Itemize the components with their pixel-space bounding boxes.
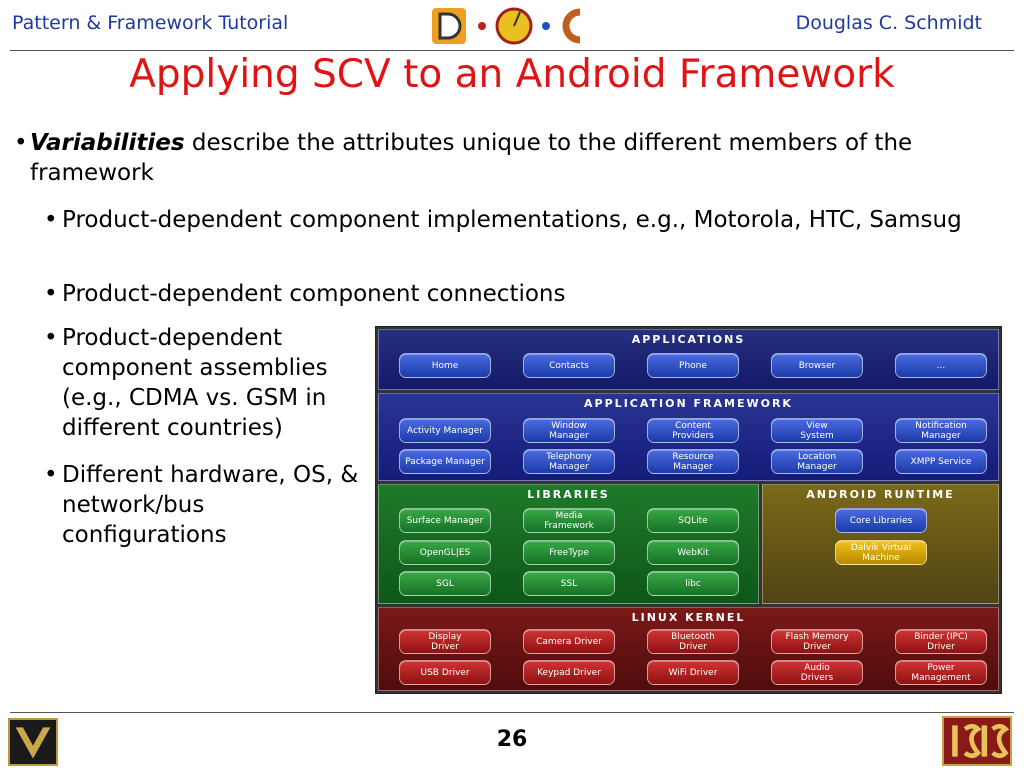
fw-window-manager: Window Manager <box>523 418 615 443</box>
android-runtime-layer: ANDROID RUNTIME Core Libraries Dalvik Vi… <box>762 484 999 604</box>
sub-bullet-text: Different hardware, OS, & network/bus co… <box>62 462 359 548</box>
doc-group-logo <box>432 7 581 45</box>
applications-layer: APPLICATIONS Home Contacts Phone Browser… <box>378 329 999 390</box>
layer-title-runtime: ANDROID RUNTIME <box>806 488 955 501</box>
linux-kernel-layer: LINUX KERNEL Display Driver Camera Drive… <box>378 607 999 691</box>
rt-dalvik-vm: Dalvik Virtual Machine <box>835 540 927 565</box>
fw-activity-manager: Activity Manager <box>399 418 491 443</box>
page-number: 26 <box>496 727 528 752</box>
bullet-dot: • <box>14 130 28 156</box>
sub-bullet-text: Product-dependent component connections <box>62 281 566 307</box>
k-usb-driver: USB Driver <box>399 660 491 685</box>
app-home: Home <box>399 353 491 378</box>
android-architecture-diagram: APPLICATIONS Home Contacts Phone Browser… <box>375 326 1002 694</box>
lib-freetype: FreeType <box>523 540 615 565</box>
app-browser: Browser <box>771 353 863 378</box>
k-display-driver: Display Driver <box>399 629 491 654</box>
k-camera-driver: Camera Driver <box>523 629 615 654</box>
sub-bullet-connections: • Product-dependent component connection… <box>44 279 964 309</box>
k-binder-driver: Binder (IPC) Driver <box>895 629 987 654</box>
lib-libc: libc <box>647 571 739 596</box>
fw-view-system: View System <box>771 418 863 443</box>
k-bluetooth-driver: Bluetooth Driver <box>647 629 739 654</box>
k-power-management: Power Management <box>895 660 987 685</box>
sub-bullet-text: Product-dependent component assemblies (… <box>62 325 328 441</box>
lib-surface-manager: Surface Manager <box>399 508 491 533</box>
footer-divider <box>10 712 1014 713</box>
bullet-emphasis: Variabilities <box>30 130 185 156</box>
bullet-body: describe the attributes unique to the di… <box>30 130 913 186</box>
sub-bullet-dot: • <box>44 325 58 351</box>
app-more: ... <box>895 353 987 378</box>
lib-sqlite: SQLite <box>647 508 739 533</box>
layer-title-applications: APPLICATIONS <box>631 333 746 346</box>
header-author: Douglas C. Schmidt <box>795 12 982 34</box>
sub-bullet-text: Product-dependent component implementati… <box>62 207 962 233</box>
libraries-layer: LIBRARIES Surface Manager Media Framewor… <box>378 484 759 604</box>
application-framework-layer: APPLICATION FRAMEWORK Activity Manager W… <box>378 393 999 481</box>
k-keypad-driver: Keypad Driver <box>523 660 615 685</box>
vanderbilt-logo <box>8 718 58 766</box>
lib-webkit: WebKit <box>647 540 739 565</box>
fw-resource-manager: Resource Manager <box>647 449 739 474</box>
lib-opengl-es: OpenGL|ES <box>399 540 491 565</box>
fw-xmpp-service: XMPP Service <box>895 449 987 474</box>
fw-location-manager: Location Manager <box>771 449 863 474</box>
k-audio-drivers: Audio Drivers <box>771 660 863 685</box>
header-tutorial-title: Pattern & Framework Tutorial <box>12 12 289 34</box>
sub-bullet-dot: • <box>44 281 58 307</box>
slide-title: Applying SCV to an Android Framework <box>129 52 895 97</box>
layer-title-kernel: LINUX KERNEL <box>631 611 746 624</box>
k-flash-memory-driver: Flash Memory Driver <box>771 629 863 654</box>
layer-title-framework: APPLICATION FRAMEWORK <box>584 397 793 410</box>
fw-package-manager: Package Manager <box>399 449 491 474</box>
k-wifi-driver: WiFi Driver <box>647 660 739 685</box>
lib-sgl: SGL <box>399 571 491 596</box>
sub-bullet-dot: • <box>44 207 58 233</box>
fw-content-providers: Content Providers <box>647 418 739 443</box>
layer-title-libraries: LIBRARIES <box>527 488 610 501</box>
fw-notification-manager: Notification Manager <box>895 418 987 443</box>
rt-core-libraries: Core Libraries <box>835 508 927 533</box>
sub-bullet-dot: • <box>44 462 58 488</box>
bullet-text: Variabilities describe the attributes un… <box>14 128 974 188</box>
bullet-variabilities: • Variabilities describe the attributes … <box>14 128 974 188</box>
sub-bullet-hardware: • Different hardware, OS, & network/bus … <box>44 460 364 550</box>
header-divider <box>10 50 1014 51</box>
fw-telephony-manager: Telephony Manager <box>523 449 615 474</box>
sub-bullet-implementations: • Product-dependent component implementa… <box>44 205 964 235</box>
isis-logo <box>942 716 1012 766</box>
app-phone: Phone <box>647 353 739 378</box>
sub-bullet-assemblies: • Product-dependent component assemblies… <box>44 323 364 443</box>
lib-media-framework: Media Framework <box>523 508 615 533</box>
app-contacts: Contacts <box>523 353 615 378</box>
lib-ssl: SSL <box>523 571 615 596</box>
